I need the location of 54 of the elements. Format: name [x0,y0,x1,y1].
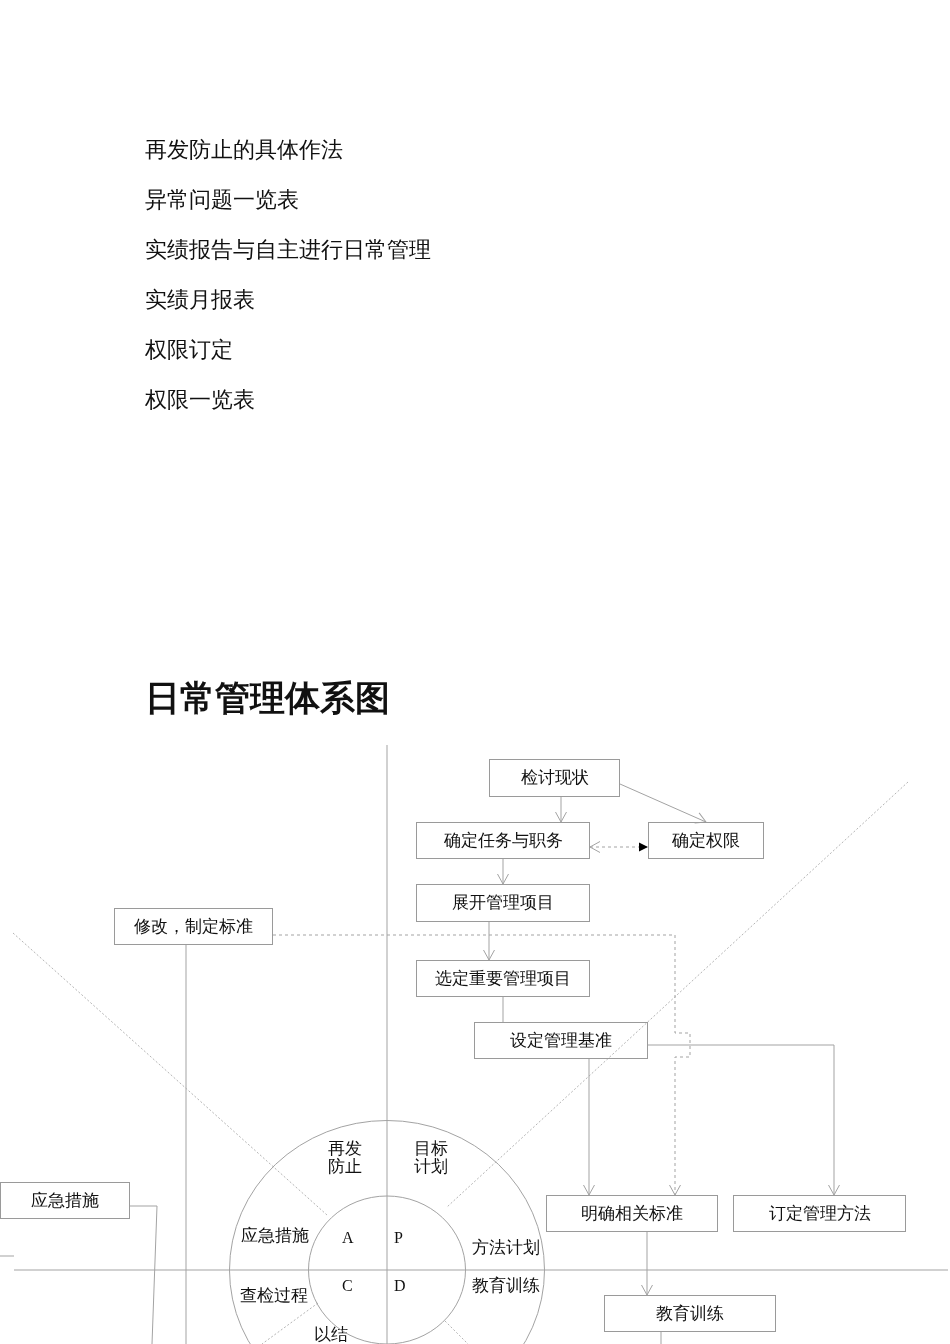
arrow [483,921,495,961]
arrow [497,858,509,885]
list-item-text: 实绩月报表 [145,287,255,313]
list-item-text: 权限一览表 [145,387,255,413]
step-text: 检讨现状 [520,769,589,787]
quadrant-letter: A [342,1229,354,1246]
ring-text: 教育训练 [472,1277,540,1295]
list-item-text: 权限订定 [145,337,233,363]
step-text: 选定重要管理项目 [435,969,571,988]
process-box [489,759,620,797]
process-box [546,1195,718,1232]
process-box [416,884,590,922]
step-text: 设定管理基准 [510,1031,612,1050]
step-text: 明确相关标准 [581,1204,683,1223]
list-item-text: 再发防止的具体作法 [145,137,343,163]
process-box [114,908,273,945]
arrow [583,1058,595,1196]
step-text: 教育训练 [656,1304,724,1323]
dashed-arrow [589,841,649,853]
list-item-text: 实绩报告与自主进行日常管理 [145,237,431,263]
quadrant-letter: D [394,1277,406,1294]
connector-line [660,1331,662,1344]
step-text: 订定管理方法 [768,1204,871,1223]
arrow [647,1044,840,1196]
outer-ring [229,1120,545,1344]
quadrant-letter: P [394,1229,403,1246]
process-box [604,1295,776,1332]
process-box [0,1182,130,1219]
page-title: 日常管理体系图 [145,678,390,718]
dashed-arrow [272,934,691,1196]
list-item-text: 异常问题一览表 [145,187,299,213]
connector-line [502,996,504,1023]
step-text: 修改，制定标准 [134,917,253,936]
process-box [733,1195,906,1232]
connector-line [185,944,187,1344]
step-text: 应急措施 [31,1191,99,1210]
ring-text: 以结 [314,1326,348,1344]
process-box [648,822,764,859]
arrow [641,1231,653,1296]
ring-text: 应急措施 [241,1227,309,1245]
arrow [619,783,707,824]
ring-text: 目标计划 [414,1140,449,1176]
process-box [474,1022,648,1059]
quadrant-letter: C [342,1277,353,1294]
process-box [416,960,590,997]
step-text: 确定任务与职务 [443,831,563,850]
connector-line [129,1205,158,1344]
ring-text: 方法计划 [472,1239,540,1257]
arrow [555,796,567,823]
ring-text: 查检过程 [240,1287,308,1305]
process-box [416,822,590,859]
step-text: 展开管理项目 [452,894,554,912]
step-text: 确定权限 [672,831,740,850]
ring-text: 再发防止 [328,1140,363,1176]
